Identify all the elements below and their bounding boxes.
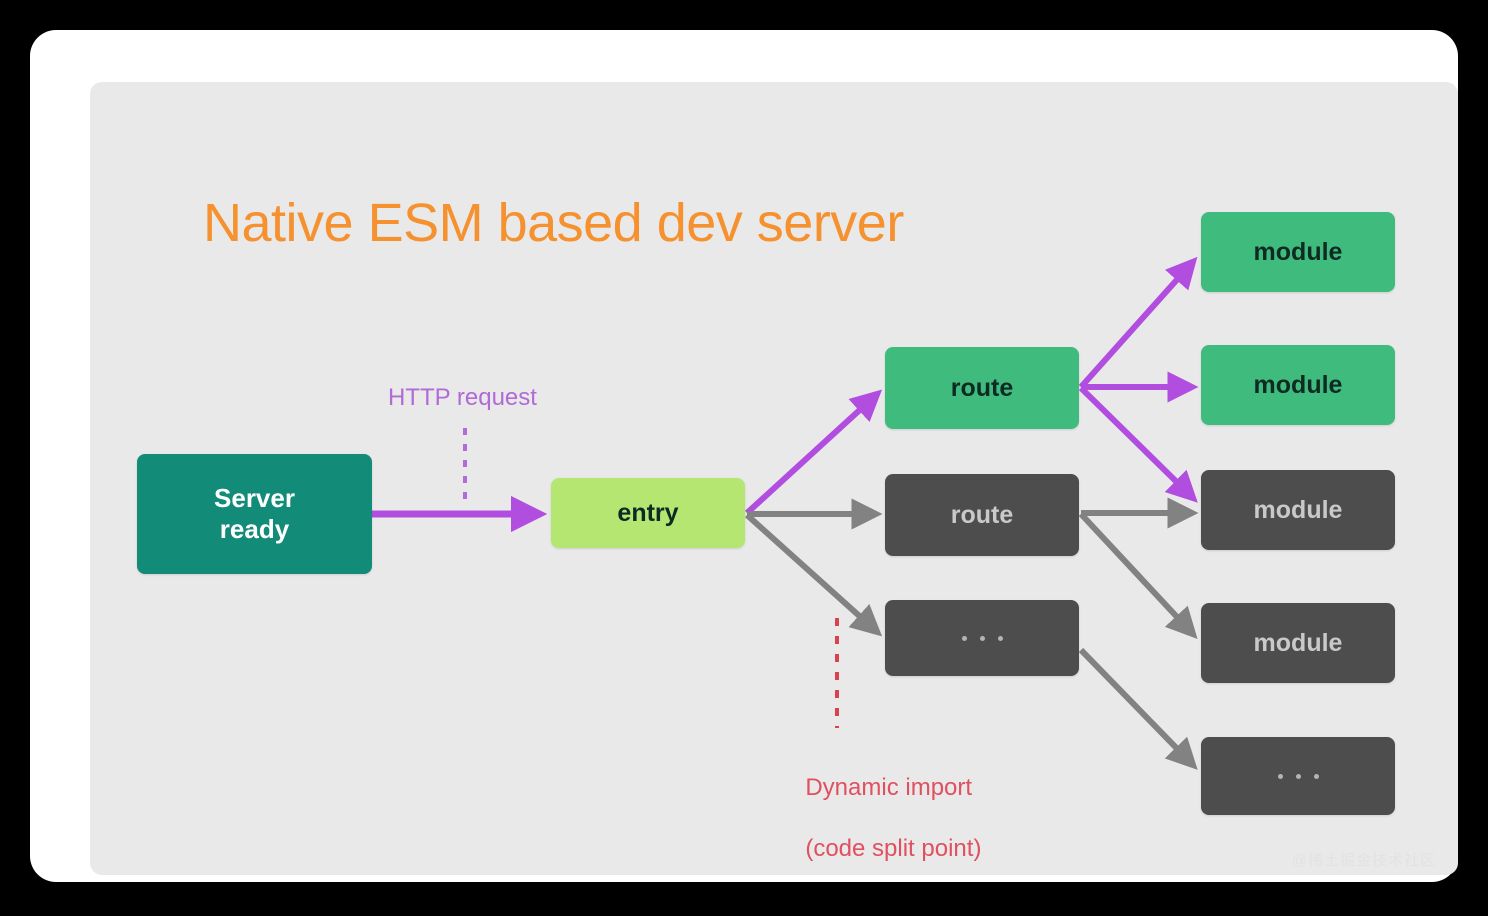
node-route-inactive[interactable]: route [885, 474, 1079, 556]
node-module-3[interactable]: module [1201, 470, 1395, 550]
ellipsis-dots [961, 635, 1003, 641]
node-entry[interactable]: entry [551, 478, 745, 548]
annotation-dynamic-import-line2: (code split point) [805, 835, 982, 863]
slide-card: Native ESM based dev server [30, 30, 1458, 882]
slide-panel: Native ESM based dev server [90, 82, 1458, 875]
edge-route1-module3 [1078, 385, 1198, 503]
annotation-dynamic-import-line1: Dynamic import [805, 773, 973, 801]
ellipsis-dots [1277, 773, 1319, 779]
node-ellipsis-middle[interactable] [885, 600, 1079, 676]
node-route-active[interactable]: route [885, 347, 1079, 429]
edge-entry-route1 [744, 389, 883, 516]
edge-route1-module1 [1078, 256, 1198, 389]
edge-route2-module4 [1078, 511, 1198, 640]
annotation-dynamic-import: Dynamic import (code split point) [752, 742, 981, 875]
edge-entry-ellipsis1 [744, 512, 883, 637]
edge-ellipsis1-ellipsis2 [1078, 647, 1198, 770]
node-module-2[interactable]: module [1201, 345, 1395, 425]
annotation-http-request: HTTP request [388, 384, 537, 411]
page-title: Native ESM based dev server [203, 193, 904, 253]
node-ellipsis-right[interactable] [1201, 737, 1395, 815]
node-module-4[interactable]: module [1201, 603, 1395, 683]
watermark: @稀土掘金技术社区 [1291, 852, 1436, 869]
node-module-1[interactable]: module [1201, 212, 1395, 292]
